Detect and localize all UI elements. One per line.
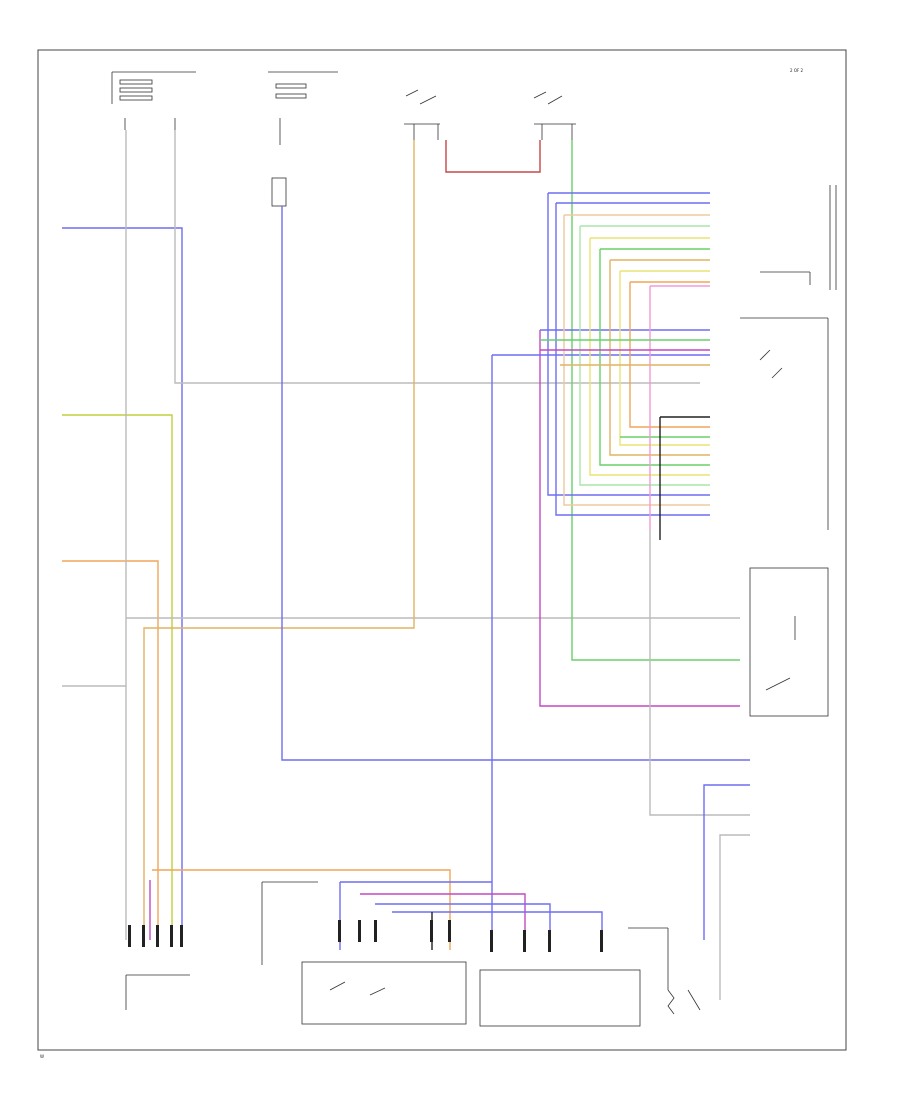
connector-block-upper-right — [760, 185, 837, 290]
wire-blue-left — [62, 227, 183, 940]
sheet-label: 2 OF 2 — [790, 68, 804, 73]
wire-yellow-green — [62, 414, 173, 940]
diagram-frame — [37, 49, 847, 1051]
connector-bottom-left — [125, 974, 190, 1010]
wire-blue-mid — [491, 192, 710, 940]
wire-white-2 — [174, 130, 700, 384]
wire-right-vertical — [649, 530, 750, 1000]
wire-bottom-harness — [149, 869, 603, 950]
wire-green — [571, 140, 740, 661]
wire-tan — [143, 140, 415, 940]
wire-blue-long — [281, 206, 750, 761]
fuse-block-top-middle — [268, 71, 338, 207]
switch-top-1 — [404, 89, 440, 140]
solenoid-bottom-right — [628, 927, 701, 1015]
terminal-marks-bottom-middle — [338, 920, 603, 952]
ground-bottom-left — [261, 881, 318, 965]
wire-ladder-top — [556, 202, 710, 287]
sensor-module-bottom — [479, 969, 641, 1027]
fuse-block-top-left — [111, 71, 196, 130]
wire-mid-connector-rows — [540, 339, 710, 540]
control-module-right — [740, 317, 829, 530]
wire-white-1 — [62, 130, 127, 940]
terminal-marks-bottom-left — [128, 925, 183, 947]
wire-red — [445, 140, 541, 173]
switch-top-2 — [533, 91, 576, 140]
footer-tag: W — [40, 1054, 44, 1059]
wire-magenta — [539, 330, 740, 707]
wire-ladder-verticals — [563, 215, 710, 530]
relay-right — [749, 567, 829, 717]
wire-orange — [62, 560, 159, 940]
switch-module-bottom — [301, 961, 467, 1025]
